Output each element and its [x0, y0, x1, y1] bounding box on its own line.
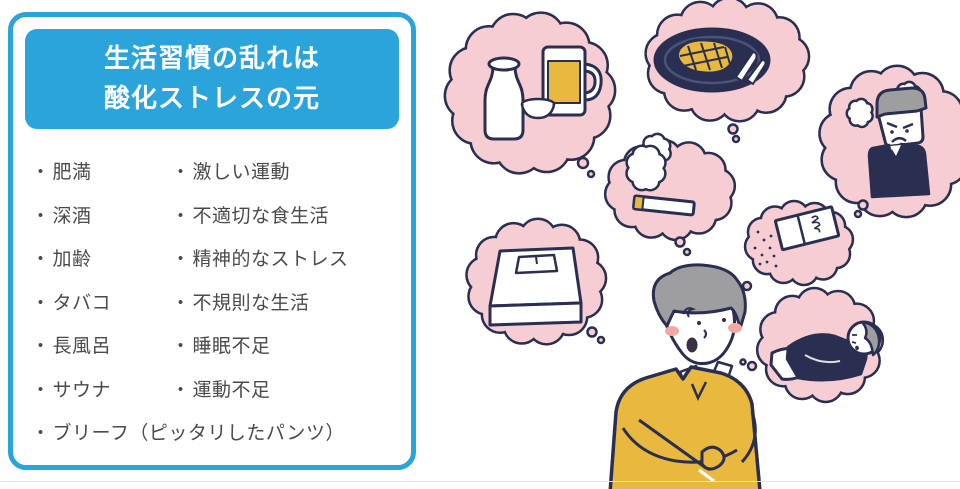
nose	[703, 329, 707, 339]
bubble-tail	[576, 156, 590, 170]
thought-bubble-steak	[644, 0, 811, 144]
risk-item-aging: ・加齢	[31, 248, 92, 271]
thought-bubble-anger	[818, 64, 960, 219]
mouth	[855, 345, 859, 351]
risk-item-bad-diet: ・不適切な食生活	[171, 204, 330, 227]
cardigan	[608, 365, 762, 489]
panel-title-line1: 生活習慣の乱れは	[103, 44, 320, 74]
beer	[547, 60, 581, 104]
risk-item-heavy-drinking: ・深酒	[31, 204, 92, 227]
risk-item-lack-of-sleep: ・睡眠不足	[171, 335, 271, 358]
open-mouth	[686, 337, 698, 353]
cigarette-icon	[632, 194, 696, 217]
bubble-tail	[741, 280, 753, 292]
bubble-tail	[857, 199, 869, 211]
blush-cheek	[665, 326, 679, 336]
collar-lines	[690, 381, 708, 401]
risk-item-mental-stress: ・精神的なストレス	[171, 248, 349, 271]
hair	[875, 86, 928, 119]
bathroom-scale-icon	[488, 246, 583, 327]
bubble-tail	[586, 326, 598, 338]
eyebrow	[682, 307, 697, 318]
bubble-tail	[727, 123, 739, 135]
thinking-man-icon	[608, 263, 762, 489]
risk-list: ・肥満 ・激しい運動 ・深酒 ・不適切な食生活 ・加齢 ・精神的なストレス ・タ…	[13, 141, 411, 454]
footer-divider	[0, 481, 960, 482]
steam-puff-icon	[845, 97, 874, 129]
thought-bubble-scale	[465, 217, 608, 346]
thought-bubble-sleep	[739, 286, 885, 404]
eye	[697, 321, 701, 325]
panel-title: 生活習慣の乱れは 酸化ストレスの元	[25, 29, 399, 129]
thought-bubbles-illustration	[443, 0, 960, 489]
sake-bottle-icon	[483, 64, 525, 141]
hair	[860, 320, 881, 357]
risk-item-long-bath: ・長風呂	[31, 335, 112, 358]
thought-bubble-alcohol	[443, 11, 617, 179]
crossed-arm	[638, 418, 707, 470]
frown-mouth	[891, 137, 907, 143]
panel-title-line2: 酸化ストレスの元	[103, 84, 320, 114]
eye	[722, 318, 726, 322]
suit	[867, 142, 931, 199]
fist	[700, 445, 726, 471]
angry-eyebrows	[886, 121, 914, 130]
lifestyle-panel: 生活習慣の乱れは 酸化ストレスの元 ・肥満 ・激しい運動 ・深酒 ・不適切な食生…	[8, 12, 416, 470]
sake-and-beer-icon	[483, 45, 603, 141]
thought-bubble-tobacco	[736, 199, 855, 297]
cigarette-tip	[632, 194, 645, 211]
hair	[651, 263, 747, 331]
smoke-icon	[625, 132, 672, 192]
angry-person-icon	[845, 80, 931, 199]
bubble-tail	[746, 360, 758, 372]
risk-item-intense-exercise: ・激しい運動	[171, 161, 291, 184]
pack-label-scribble	[811, 215, 821, 233]
bubble-tail	[674, 236, 686, 248]
risk-item-obesity: ・肥満	[31, 161, 92, 184]
fork-icon	[746, 59, 767, 85]
shirt-collar	[890, 145, 901, 156]
risk-item-lack-of-exercise: ・運動不足	[171, 378, 271, 401]
knife-icon	[735, 51, 758, 82]
risk-item-tobacco: ・タバコ	[31, 291, 112, 314]
blush-cheek	[728, 323, 742, 333]
thought-bubble-cigarette	[603, 132, 737, 257]
tobacco-pack-icon	[773, 205, 841, 252]
grill-marks	[679, 42, 731, 71]
sleeping-person-icon	[769, 320, 882, 382]
risk-item-irregular-life: ・不規則な生活	[171, 291, 310, 314]
cuff	[698, 468, 715, 483]
steak-plate-icon	[653, 27, 771, 93]
closed-eyes	[851, 334, 857, 344]
risk-item-sauna: ・サウナ	[31, 378, 112, 401]
tobacco-flakes	[753, 230, 778, 268]
risk-item-briefs: ・ブリーフ（ピッタリしたパンツ）	[31, 422, 345, 445]
